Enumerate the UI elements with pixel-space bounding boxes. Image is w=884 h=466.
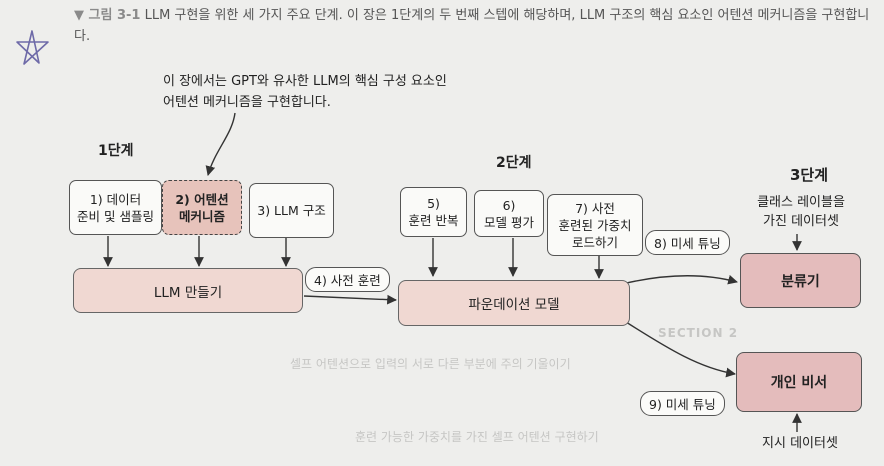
figure-label: ▼ 그림 3-1 (74, 8, 141, 23)
llm-build-block: LLM 만들기 (73, 268, 303, 313)
stage-2-label: 2단계 (496, 155, 532, 171)
stage-1-label: 1단계 (98, 143, 134, 159)
step-llm-architecture: 3) LLM 구조 (249, 183, 334, 238)
step-attention-mechanism: 2) 어텐션 메커니즘 (162, 180, 242, 235)
finetuning-assistant-label: 9) 미세 튜닝 (640, 391, 725, 416)
pretraining-label: 4) 사전 훈련 (305, 267, 390, 292)
foundation-model-block: 파운데이션 모델 (398, 280, 630, 326)
background-text-line-1: 셀프 어텐션으로 입력의 서로 다른 부분에 주의 기울이기 (290, 357, 571, 371)
step-model-evaluation: 6) 모델 평가 (474, 190, 544, 237)
classification-dataset-label: 클래스 레이블을 가진 데이터셋 (757, 195, 845, 229)
background-text-line-2: 훈련 가능한 가중치를 가진 셀프 어텐션 구현하기 (355, 430, 599, 444)
classifier-block: 분류기 (740, 253, 861, 308)
step-training-loop: 5) 훈련 반복 (400, 187, 467, 237)
finetuning-classifier-label: 8) 미세 튜닝 (645, 230, 730, 255)
step-data-preparation: 1) 데이터 준비 및 샘플링 (69, 180, 162, 235)
annotation-note: 이 장에서는 GPT와 유사한 LLM의 핵심 구성 요소인 어텐션 메커니즘을… (163, 74, 447, 110)
handwritten-star-icon (16, 30, 49, 65)
instruction-dataset-label: 지시 데이터셋 (762, 436, 838, 451)
step-load-pretrained-weights: 7) 사전 훈련된 가중치 로드하기 (547, 194, 643, 256)
caption-text: LLM 구현을 위한 세 가지 주요 단계. 이 장은 1단계의 두 번째 스텝… (74, 8, 870, 44)
personal-assistant-block: 개인 비서 (736, 352, 862, 412)
background-section-label: SECTION 2 (658, 326, 739, 340)
stage-3-label: 3단계 (790, 166, 829, 184)
figure-caption: ▼ 그림 3-1 LLM 구현을 위한 세 가지 주요 단계. 이 장은 1단계… (74, 5, 874, 47)
